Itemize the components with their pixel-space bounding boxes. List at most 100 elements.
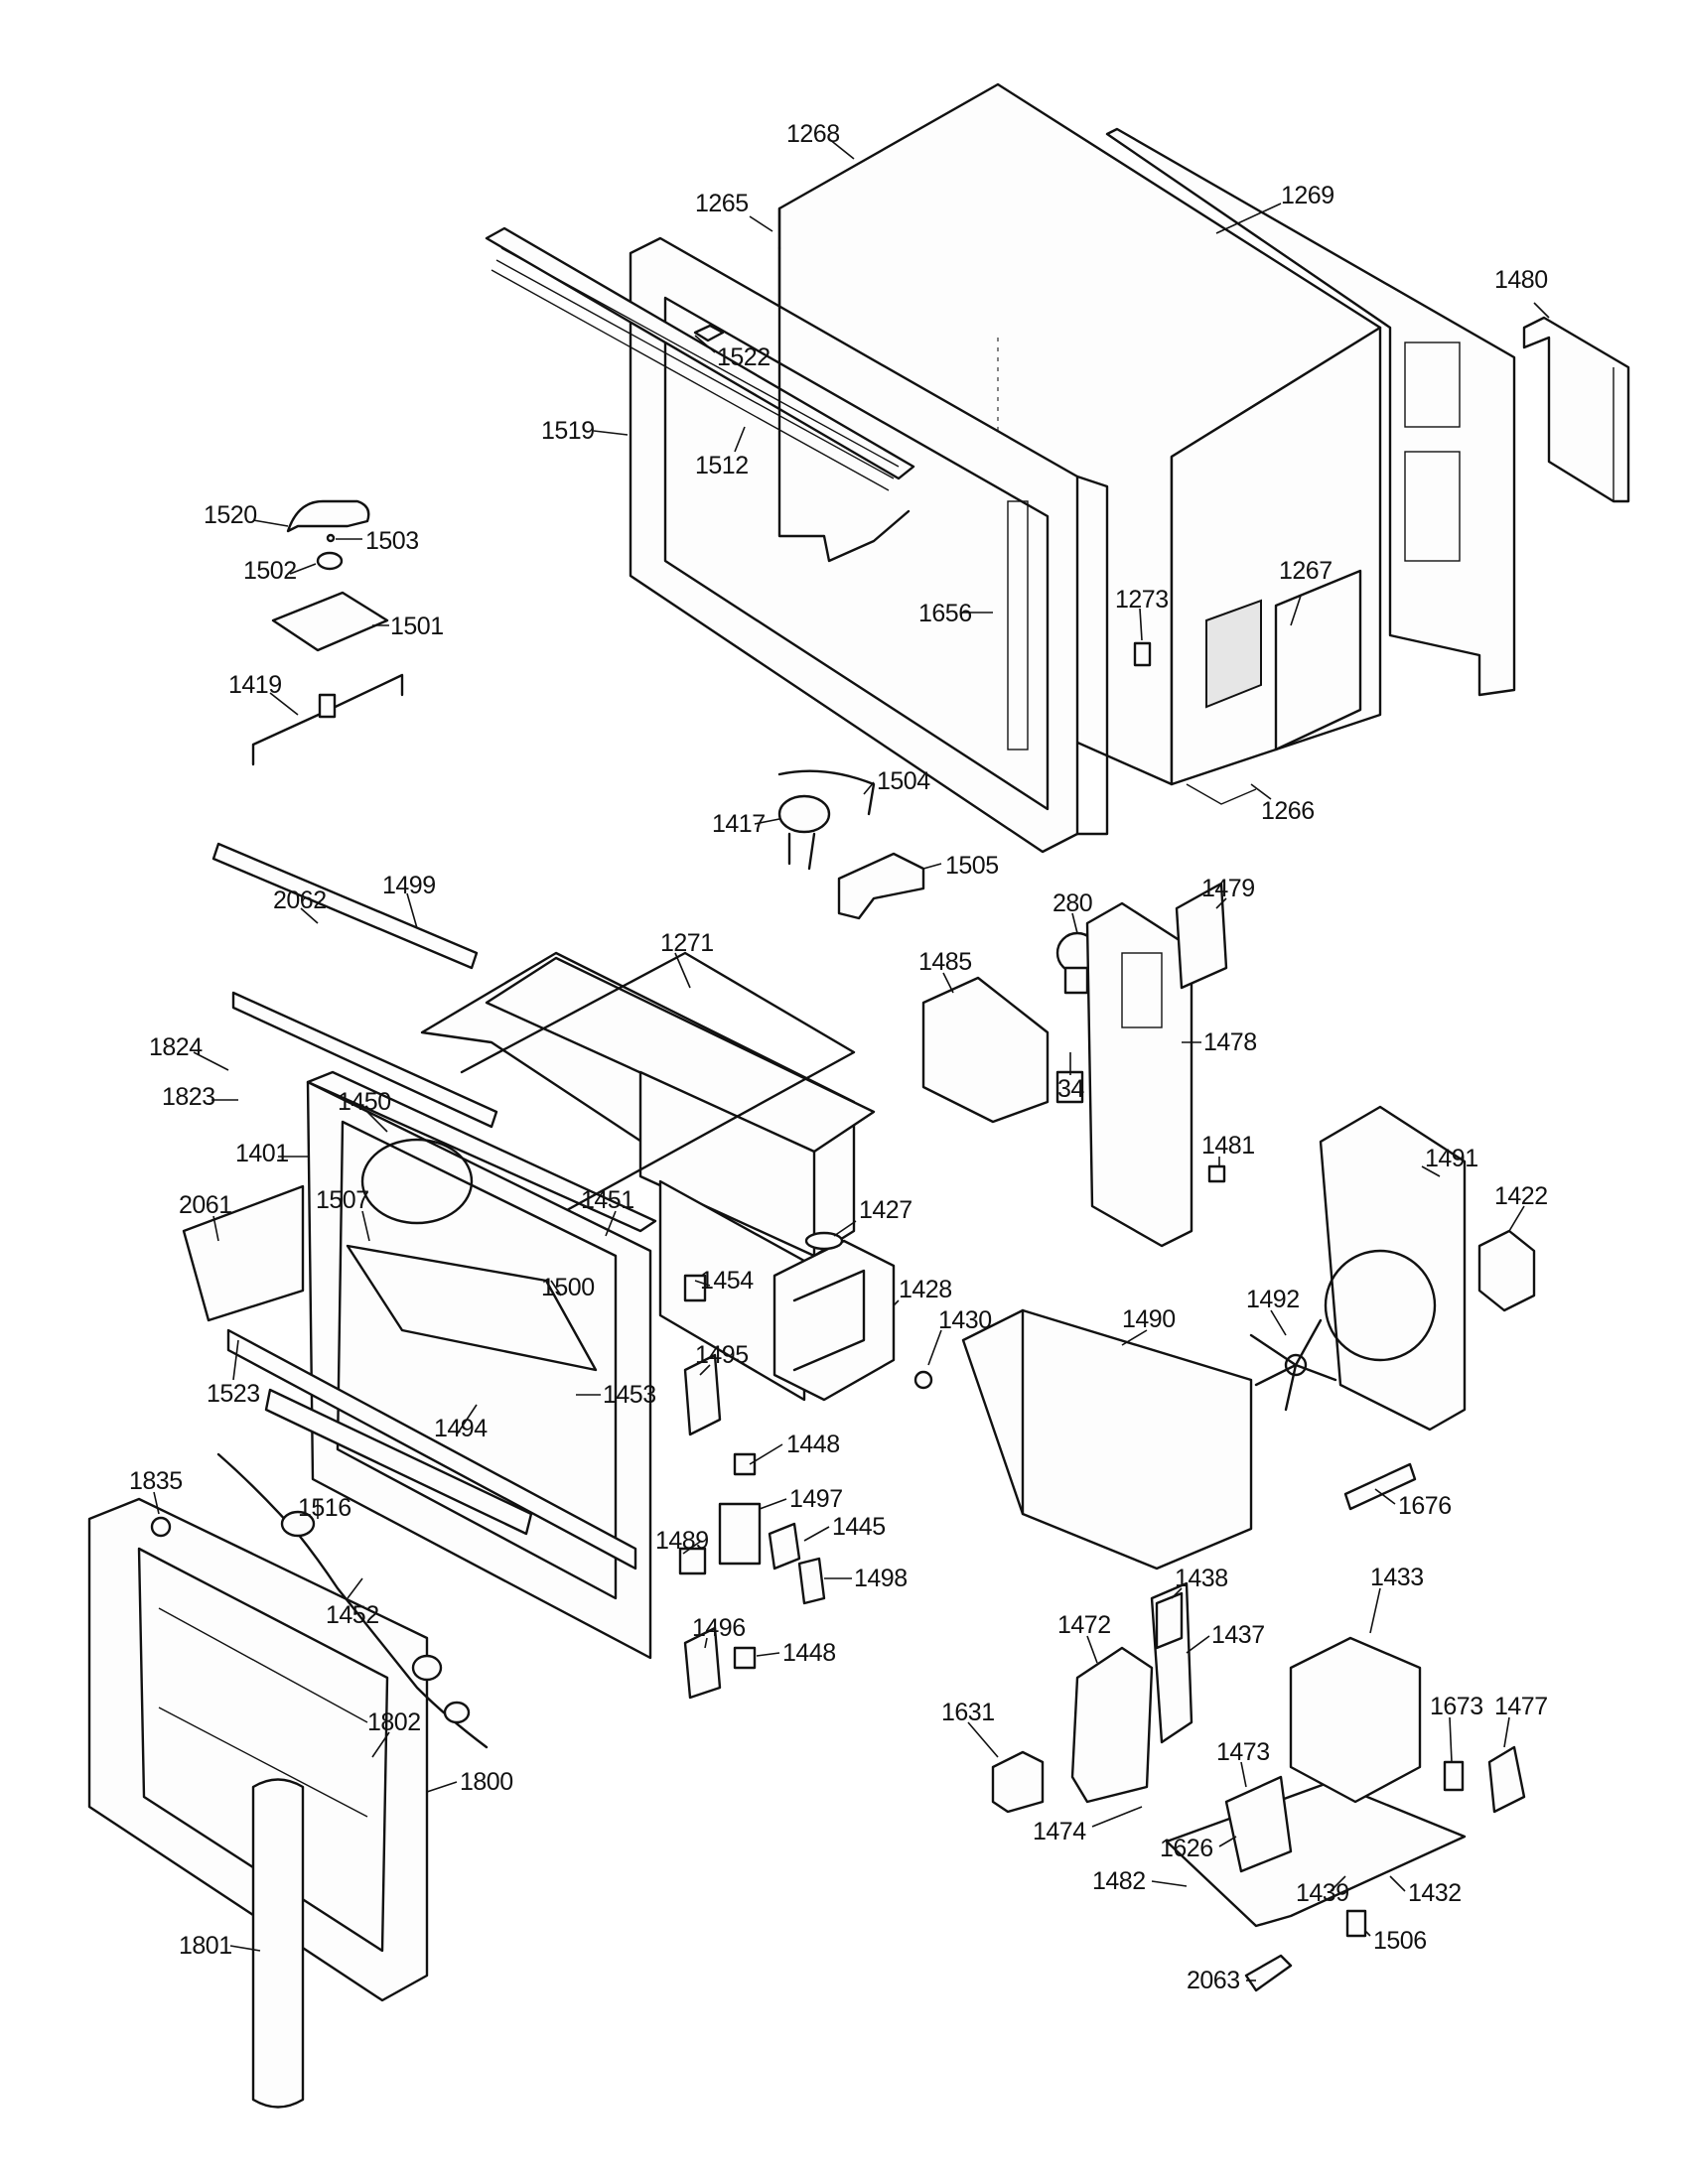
bracket-1480 — [1522, 316, 1630, 503]
callout-1500: 1500 — [541, 1274, 595, 1301]
callout-1419: 1419 — [228, 671, 282, 699]
callout-1428: 1428 — [899, 1276, 952, 1303]
fan-1492 — [1249, 1318, 1337, 1412]
fan-housing-1491 — [1319, 1105, 1467, 1432]
callout-1437: 1437 — [1211, 1621, 1265, 1649]
part-1473-1626 — [1224, 1775, 1293, 1873]
part-1485 — [921, 976, 1050, 1124]
callout-1522: 1522 — [717, 343, 771, 371]
callout-1445: 1445 — [832, 1513, 886, 1541]
callout-1631: 1631 — [941, 1699, 995, 1726]
callout-1422: 1422 — [1494, 1182, 1548, 1210]
callout-1473: 1473 — [1216, 1738, 1270, 1766]
callout-1494: 1494 — [434, 1415, 488, 1442]
divider-1656 — [777, 246, 911, 563]
callout-1506: 1506 — [1373, 1927, 1427, 1955]
callout-1439: 1439 — [1296, 1879, 1349, 1907]
callout-2061: 2061 — [179, 1191, 232, 1219]
callout-1454: 1454 — [700, 1267, 754, 1295]
callout-1273: 1273 — [1115, 586, 1169, 614]
part-1522 — [693, 324, 725, 342]
callout-1265: 1265 — [695, 190, 749, 217]
callout-1427: 1427 — [859, 1196, 912, 1224]
callout-1482: 1482 — [1092, 1867, 1146, 1895]
grille-1512 — [485, 226, 915, 491]
callout-1448-lower: 1448 — [782, 1639, 836, 1667]
magnetron-1428 — [772, 1231, 896, 1402]
oven-cavity — [306, 951, 876, 1402]
callout-1835: 1835 — [129, 1467, 183, 1495]
callout-1507: 1507 — [316, 1186, 369, 1214]
part-1273 — [1133, 641, 1152, 667]
callout-1673: 1673 — [1430, 1693, 1483, 1720]
callout-1448-upper: 1448 — [786, 1431, 840, 1458]
side-panel-1269 — [1105, 127, 1516, 697]
callout-1823: 1823 — [162, 1083, 215, 1111]
transformer-1433 — [1289, 1636, 1422, 1804]
callout-1401: 1401 — [235, 1140, 289, 1167]
callout-1505: 1505 — [945, 852, 999, 880]
callout-1512: 1512 — [695, 452, 749, 479]
stirrer-motor — [777, 769, 925, 920]
part-1506-2063 — [1244, 1909, 1367, 1992]
part-1631 — [991, 1750, 1045, 1814]
callout-1519: 1519 — [541, 417, 595, 445]
leader-lines — [153, 138, 1550, 1981]
callout-1520: 1520 — [204, 501, 257, 529]
callout-1485: 1485 — [918, 948, 972, 976]
callout-1472: 1472 — [1057, 1611, 1111, 1639]
callout-1474: 1474 — [1033, 1818, 1086, 1845]
callout-1432: 1432 — [1408, 1879, 1462, 1907]
callout-1479: 1479 — [1201, 875, 1255, 902]
callout-1417: 1417 — [712, 810, 766, 838]
callout-1453: 1453 — [603, 1381, 656, 1409]
callout-1430: 1430 — [938, 1306, 992, 1334]
part-1437-1438 — [1150, 1581, 1193, 1744]
callout-1503: 1503 — [365, 527, 419, 555]
callout-1450: 1450 — [338, 1088, 391, 1116]
callout-280: 280 — [1052, 889, 1092, 917]
callout-1267: 1267 — [1279, 557, 1333, 585]
part-1673-1477 — [1443, 1745, 1526, 1814]
control-panel-1516 — [264, 1388, 533, 1536]
callout-1478: 1478 — [1203, 1028, 1257, 1056]
callout-1452: 1452 — [326, 1601, 379, 1629]
part-1472 — [1070, 1646, 1154, 1804]
door-frame-1401 — [306, 1080, 652, 1660]
duct-1490 — [961, 1308, 1253, 1570]
callout-1490: 1490 — [1122, 1305, 1176, 1333]
callout-2062: 2062 — [273, 887, 327, 914]
callout-1800: 1800 — [460, 1768, 513, 1796]
front-frame-1519 — [629, 236, 1109, 854]
callout-34: 34 — [1057, 1075, 1084, 1103]
callout-1501: 1501 — [390, 613, 444, 640]
callout-1801: 1801 — [179, 1932, 232, 1960]
door-1800 — [87, 1497, 429, 2002]
callout-1802: 1802 — [367, 1708, 421, 1736]
callout-1626: 1626 — [1160, 1835, 1213, 1862]
callout-1481: 1481 — [1201, 1132, 1255, 1160]
panel-1478 — [1085, 901, 1193, 1248]
callout-1268: 1268 — [786, 120, 840, 148]
stirrer-parts — [251, 499, 404, 766]
handle-1801 — [251, 1778, 305, 2109]
wire-1452 — [216, 1452, 489, 1749]
callout-1269: 1269 — [1281, 182, 1334, 209]
callout-1492: 1492 — [1246, 1286, 1300, 1313]
callout-1523: 1523 — [207, 1380, 260, 1408]
callout-1497: 1497 — [789, 1485, 843, 1513]
callout-1489: 1489 — [655, 1527, 709, 1555]
part-1479 — [1175, 882, 1228, 990]
callout-1495: 1495 — [695, 1341, 749, 1369]
part-1422 — [1477, 1229, 1536, 1312]
callout-1451: 1451 — [581, 1186, 634, 1214]
callout-1824: 1824 — [149, 1033, 203, 1061]
callout-1271: 1271 — [660, 929, 714, 957]
callout-1433: 1433 — [1370, 1564, 1424, 1591]
callout-1502: 1502 — [243, 557, 297, 585]
callout-1498: 1498 — [854, 1565, 908, 1592]
callout-1491: 1491 — [1425, 1145, 1478, 1172]
callout-1516: 1516 — [298, 1494, 351, 1522]
callout-1477: 1477 — [1494, 1693, 1548, 1720]
